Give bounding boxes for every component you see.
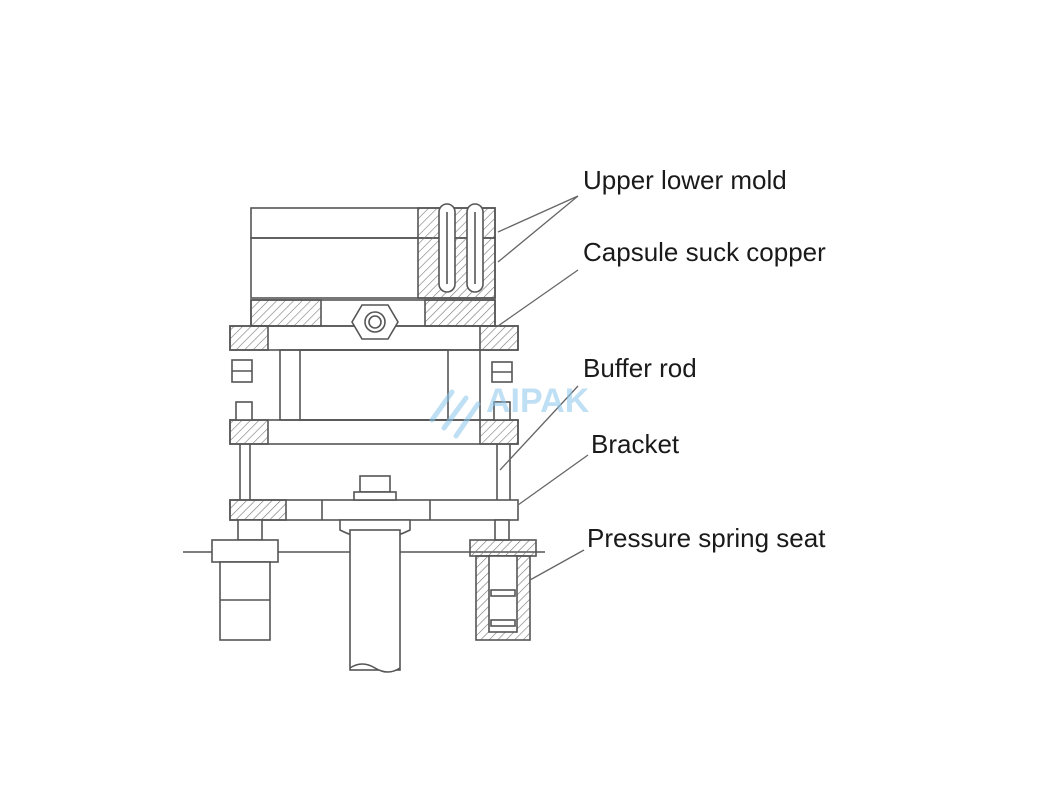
label-upper-lower-mold: Upper lower mold [583,165,787,195]
upper-lower-mold [250,203,496,299]
buffer-rod-right [491,361,513,500]
label-capsule-suck-copper: Capsule suck copper [583,237,826,267]
middle-frame [229,349,519,445]
buffer-rod-left [231,359,253,500]
label-bracket: Bracket [591,429,680,459]
label-pressure-spring-seat: Pressure spring seat [587,523,826,553]
capsule-suck-copper-plate [229,299,519,351]
bracket [229,475,519,521]
label-buffer-rod: Buffer rod [583,353,697,383]
pressure-spring-seat [469,519,537,641]
left-cylinder [211,519,279,641]
center-shaft [339,519,411,673]
aipak-watermark: AIPAK [429,382,590,439]
svg-text:AIPAK: AIPAK [486,382,590,420]
leader-lines [497,195,589,581]
